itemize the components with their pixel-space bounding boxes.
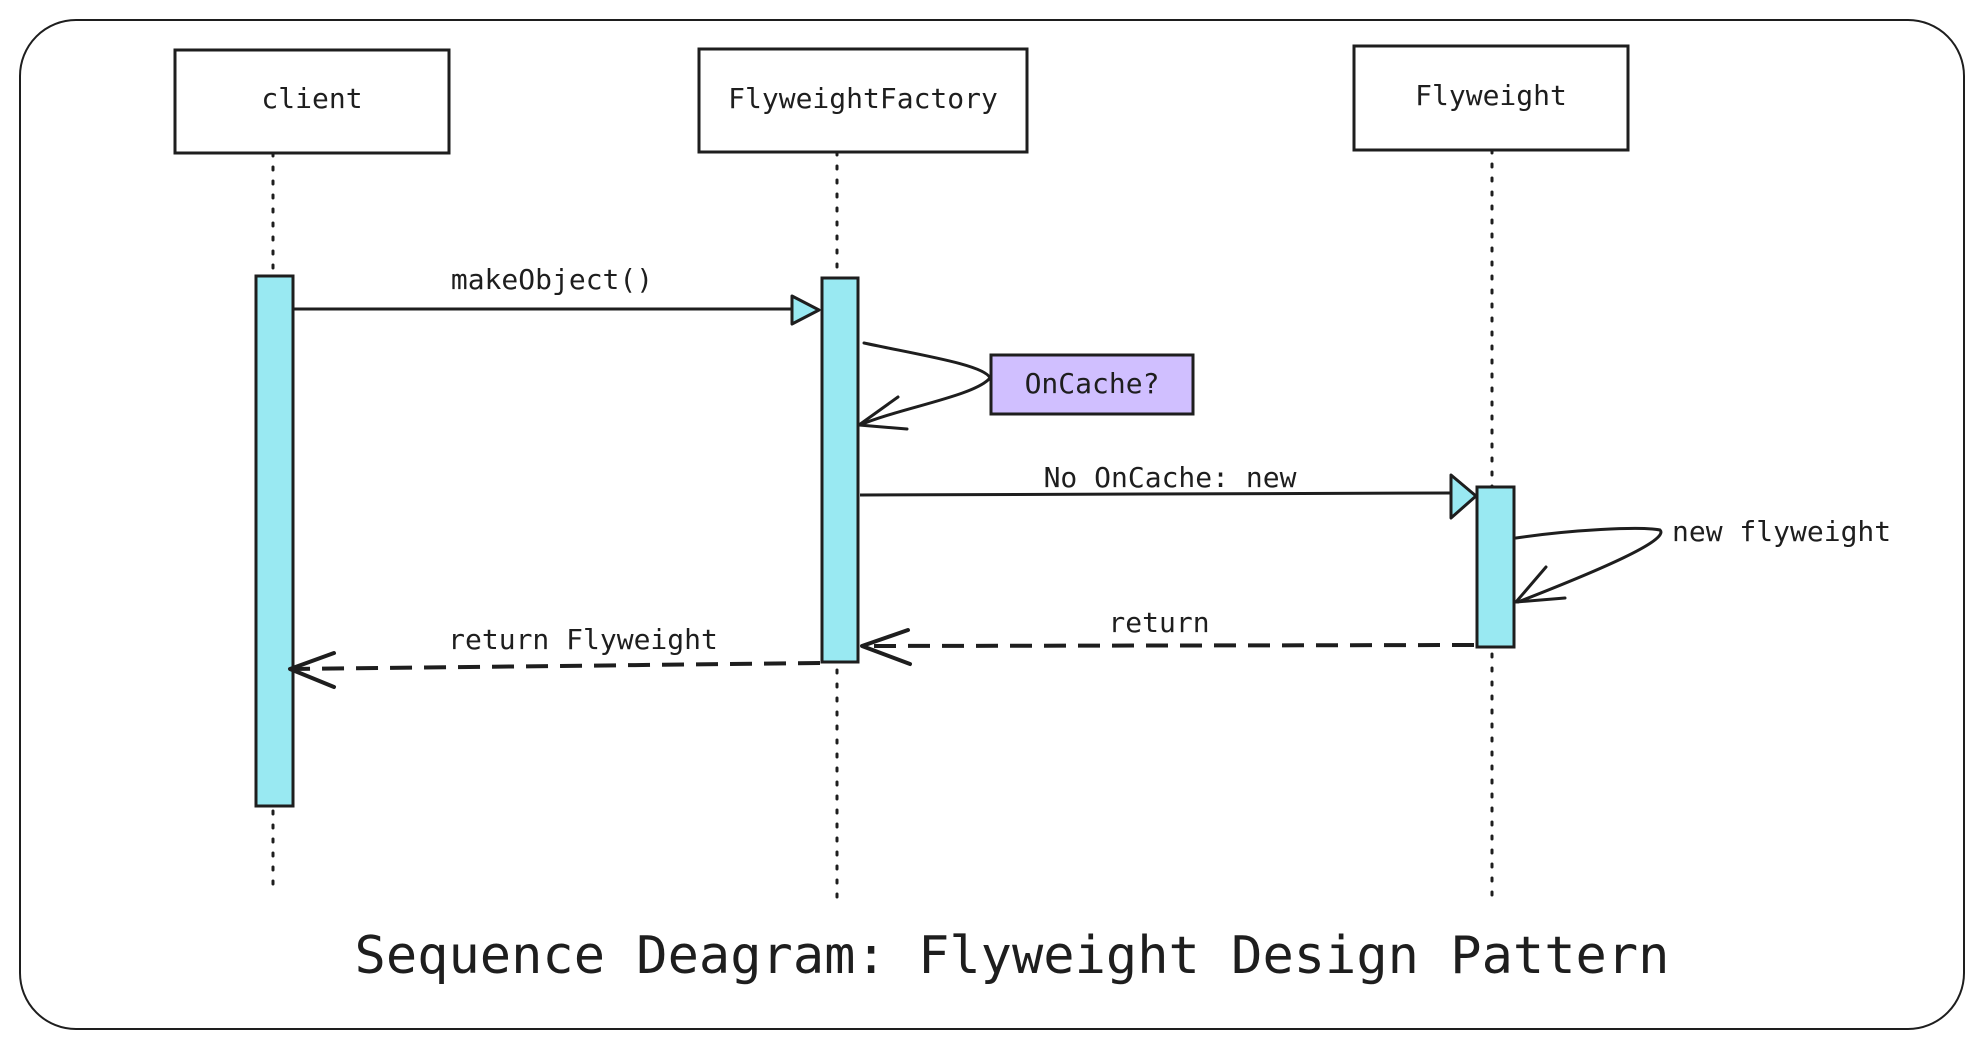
message-make-object-label: makeObject() — [451, 263, 653, 296]
oncache-note-label: OnCache? — [1025, 367, 1160, 400]
message-make-object: makeObject() — [294, 263, 821, 326]
open-arrowhead — [1514, 565, 1567, 604]
open-triangle-arrowhead — [1449, 473, 1478, 520]
open-arrowhead — [860, 628, 912, 666]
message-no-oncache-new: No OnCache: new — [859, 461, 1478, 520]
message-return-label: return — [1108, 606, 1209, 639]
diagram-frame — [19, 19, 1965, 1030]
message-return-flyweight-label: return Flyweight — [448, 623, 718, 656]
open-arrowhead — [857, 395, 909, 431]
open-arrowhead — [288, 651, 336, 689]
message-new-flyweight-label: new flyweight — [1672, 515, 1891, 548]
message-return-flyweight: return Flyweight — [288, 623, 821, 689]
activation-client — [254, 274, 295, 808]
oncache-note — [989, 353, 1195, 416]
message-return: return — [860, 606, 1475, 666]
self-check-oncache: OnCache? — [857, 341, 1195, 431]
activation-factory — [820, 276, 860, 664]
message-no-oncache-new-label: No OnCache: new — [1044, 461, 1297, 494]
activation-flyweight — [1475, 485, 1516, 649]
participant-client: client — [173, 48, 451, 155]
diagram-title: Sequence Deagram: Flyweight Design Patte… — [355, 926, 1670, 986]
participant-flyweight-label: Flyweight — [1415, 79, 1567, 112]
participant-factory-label: FlyweightFactory — [728, 82, 998, 115]
participant-factory: FlyweightFactory — [697, 47, 1029, 154]
participant-client-label: client — [261, 82, 362, 115]
open-triangle-arrowhead — [790, 294, 821, 326]
message-new-flyweight: new flyweight — [1514, 515, 1891, 604]
participant-flyweight: Flyweight — [1352, 44, 1630, 152]
